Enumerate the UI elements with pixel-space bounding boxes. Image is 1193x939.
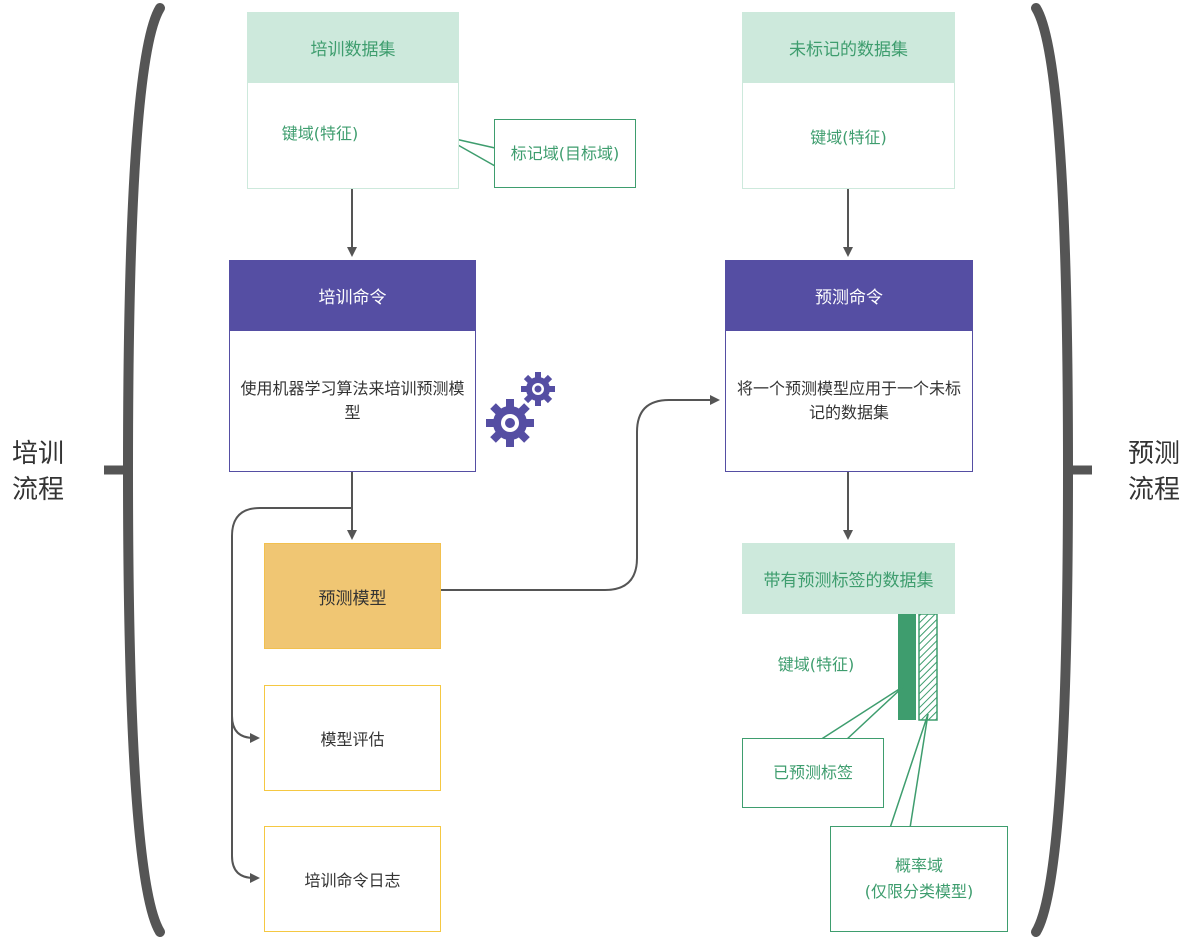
probability-callout-pointer	[888, 713, 929, 829]
labeled-dataset-title: 带有预测标签的数据集	[742, 543, 955, 614]
train-command-description: 使用机器学习算法来培训预测模型	[229, 331, 476, 472]
probability-field-bar	[918, 613, 938, 721]
right-bracket	[1031, 3, 1092, 937]
probability-field-callout: 概率域 (仅限分类模型)	[830, 826, 1008, 932]
labeled-dataset-key-fields: 键域(特征)	[777, 655, 855, 674]
model-evaluation-box: 模型评估	[264, 685, 441, 791]
predicted-label-callout-pointer	[817, 685, 905, 741]
gears-icon	[486, 372, 555, 447]
training-dataset-title: 培训数据集	[247, 12, 459, 83]
predict-command-title: 预测命令	[725, 260, 973, 331]
predict-command-description: 将一个预测模型应用于一个未标记的数据集	[725, 331, 973, 472]
label-field-callout: 标记域(目标域)	[494, 119, 636, 188]
unlabeled-dataset-key-fields: 键域(特征)	[742, 83, 955, 189]
train-command-title: 培训命令	[229, 260, 476, 331]
train-command-log-box: 培训命令日志	[264, 826, 441, 932]
predicted-label-bar	[898, 614, 916, 720]
unlabeled-dataset-title: 未标记的数据集	[742, 12, 955, 83]
left-bracket	[104, 3, 165, 937]
predicted-label-callout: 已预测标签	[742, 738, 884, 808]
prediction-flow-label: 预测 流程	[1127, 439, 1180, 505]
arrow-train-to-log	[231, 716, 260, 883]
arrow-model-to-predict	[441, 395, 720, 591]
predictive-model-box: 预测模型	[264, 543, 441, 649]
training-dataset-body	[247, 83, 459, 189]
arrow-train-to-evaluation	[231, 507, 352, 743]
training-flow-label: 培训 流程	[11, 439, 64, 505]
training-dataset-key-fields: 键域(特征)	[281, 124, 359, 143]
